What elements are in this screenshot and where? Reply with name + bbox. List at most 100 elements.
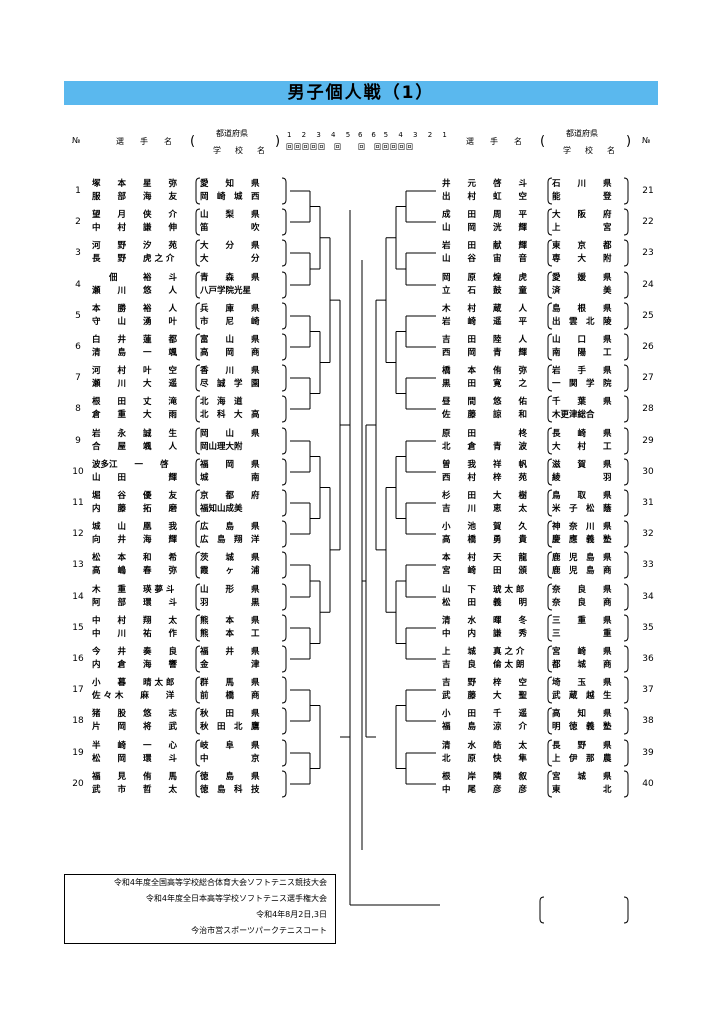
player-name: 佐 藤 諒 和	[442, 410, 528, 420]
player-name: 内 倉 海 響	[92, 660, 178, 670]
prefecture-name: 東 京 都	[552, 241, 612, 251]
player-name: 波多江 一 啓	[92, 460, 169, 470]
school-bracket	[195, 551, 201, 579]
school-name: 専 大 附	[552, 254, 612, 264]
entry-number: 23	[642, 248, 654, 258]
player-pair: 木 重 瑛 夢 斗阿 部 環 斗	[92, 584, 177, 610]
player-name: 井 元 啓 斗	[442, 179, 528, 189]
school-name: 一 関 学 院	[552, 379, 612, 389]
school-bracket	[623, 770, 629, 798]
player-pair: 河 村 叶 空瀬 川 大 遥	[92, 365, 177, 391]
player-name: 宮 崎 田 頒	[442, 566, 528, 576]
school-info: 愛 知 県岡 崎 城 西	[200, 178, 260, 204]
school-bracket	[281, 520, 287, 548]
school-name: 徳 島 科 技	[200, 785, 260, 795]
prefecture-name: 鹿 児 島 県	[552, 553, 612, 563]
school-name: 城 南	[200, 473, 260, 483]
player-pair: 吉 田 陸 人西 岡 青 輝	[442, 334, 527, 360]
round-marks-left: 回回回回回 回	[286, 143, 342, 151]
school-bracket	[281, 333, 287, 361]
player-name: 吉 良 倫 太 朗	[442, 660, 525, 670]
player-name: 上 城 真 之 介	[442, 647, 525, 657]
school-bracket	[281, 208, 287, 236]
prefecture-name: 宮 城 県	[552, 772, 612, 782]
school-bracket	[195, 489, 201, 517]
school-bracket	[281, 271, 287, 299]
entry-number: 35	[642, 623, 654, 633]
school-bracket	[547, 489, 553, 517]
school-bracket	[195, 739, 201, 767]
entry-number: 12	[72, 529, 84, 539]
school-info: 東 京 都専 大 附	[552, 240, 612, 266]
school-name: 大 村 工	[552, 442, 612, 452]
school-bracket	[281, 395, 287, 423]
school-info: 熊 本 県熊 本 工	[200, 615, 260, 641]
school-bracket	[195, 676, 201, 704]
school-bracket	[281, 302, 287, 330]
school-name: 大 分	[200, 254, 260, 264]
player-pair: 小 池 賀 久高 橋 勇 貴	[442, 521, 527, 547]
entry-number: 22	[642, 217, 654, 227]
school-name: 福知山成美	[200, 504, 243, 514]
school-info: 千 葉 県木更津総合	[552, 396, 612, 422]
header-pref-right: 都道府県	[566, 129, 598, 138]
entry-number: 2	[75, 217, 81, 227]
school-bracket	[547, 520, 553, 548]
school-bracket	[281, 177, 287, 205]
prefecture-name: 愛 知 県	[200, 179, 260, 189]
school-name: 北 科 大 高	[200, 410, 260, 420]
player-pair: 猪 股 悠 志片 岡 将 武	[92, 708, 177, 734]
school-info: 大 阪 府上 宮	[552, 209, 612, 235]
school-bracket	[547, 583, 553, 611]
player-pair: 波多江 一 啓山 田 輝	[92, 459, 177, 485]
player-name: 黒 田 寛 之	[442, 379, 528, 389]
player-name: 福 島 涼 介	[442, 722, 528, 732]
school-info: 長 野 県上 伊 那 農	[552, 740, 612, 766]
entry-number: 24	[642, 280, 654, 290]
school-info: 三 重 県三 重	[552, 615, 612, 641]
player-pair: 松 本 和 希高 嶋 春 弥	[92, 552, 177, 578]
school-bracket	[195, 614, 201, 642]
school-bracket	[623, 676, 629, 704]
prefecture-name: 大 分 県	[200, 241, 260, 251]
header-rounds-right: 6 5 4 3 2 1	[358, 131, 451, 139]
school-name: 金 津	[200, 660, 260, 670]
entry-number: 13	[72, 560, 84, 570]
school-bracket	[623, 239, 629, 267]
school-bracket	[195, 239, 201, 267]
prefecture-name: 兵 庫 県	[200, 304, 260, 314]
paren-open-left: (	[190, 134, 196, 149]
entry-number: 10	[72, 467, 84, 477]
school-bracket	[195, 707, 201, 735]
entry-number: 34	[642, 592, 654, 602]
school-name: 都 城 商	[552, 660, 612, 670]
entry-number: 26	[642, 342, 654, 352]
school-bracket	[623, 645, 629, 673]
prefecture-name: 石 川 県	[552, 179, 612, 189]
entry-number: 32	[642, 529, 654, 539]
player-pair: 昼 間 悠 佑佐 藤 諒 和	[442, 396, 527, 422]
player-name: 城 山 凰 我	[92, 522, 178, 532]
header-rounds-left: 1 2 3 4 5 6	[287, 131, 380, 139]
event-venue: 今治市営スポーツパークテニスコート	[191, 926, 327, 935]
school-bracket	[547, 458, 553, 486]
player-pair: 白 井 蓮 都清 島 一 颯	[92, 334, 177, 360]
entry-number: 15	[72, 623, 84, 633]
player-name: 内 藤 拓 磨	[92, 504, 178, 514]
prefecture-name: 富 山 県	[200, 335, 260, 345]
player-name: 合 屋 颯 人	[92, 442, 178, 452]
prefecture-name: 徳 島 県	[200, 772, 260, 782]
player-pair: 木 村 蔵 人岩 崎 遥 平	[442, 303, 527, 329]
entry-number: 14	[72, 592, 84, 602]
school-bracket	[281, 458, 287, 486]
school-bracket	[547, 364, 553, 392]
header-pref-left: 都道府県	[216, 129, 248, 138]
school-bracket	[547, 177, 553, 205]
player-pair: 根 岸 隣 叙中 尾 彦 彦	[442, 771, 527, 797]
entry-number: 33	[642, 560, 654, 570]
player-pair: 福 見 侑 馬武 市 哲 太	[92, 771, 177, 797]
entry-number: 28	[642, 404, 654, 414]
school-bracket	[195, 427, 201, 455]
school-info: 山 形 県羽 黒	[200, 584, 260, 610]
school-info: 高 知 県明 徳 義 塾	[552, 708, 612, 734]
